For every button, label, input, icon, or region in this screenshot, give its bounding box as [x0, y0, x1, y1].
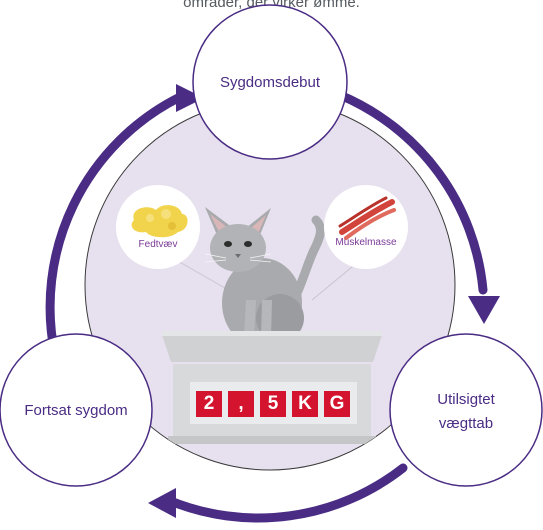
scale-foot [168, 436, 376, 444]
connector-lines [175, 259, 359, 301]
arrowhead-bottom [148, 488, 176, 518]
arrow-weightloss-to-continued [163, 463, 408, 523]
cat-nose [235, 254, 241, 258]
node-sygdomsdebut-circle [192, 4, 348, 160]
scale-digit: K [292, 391, 318, 417]
cat-front-leg-left [244, 300, 256, 338]
arrowhead-top [176, 84, 204, 112]
scale-plate [162, 335, 382, 362]
node-sygdomsdebut-label: Sygdomsdebut [219, 73, 321, 91]
scale-plate-rim [162, 331, 382, 336]
cat-eye-right [244, 241, 252, 247]
node-vaegttab-label: Utilsigtet vægttab [437, 391, 495, 432]
node-vaegttab-circle [389, 333, 543, 487]
scale-digit: , [228, 391, 254, 417]
muscle-bubble [324, 185, 408, 269]
cat-head [210, 224, 266, 272]
node-fortsat-circle [0, 333, 153, 487]
node-fortsat-label: Fortsat sygdom [24, 401, 128, 419]
scale-illustration [162, 331, 382, 444]
cat-whiskers [204, 253, 272, 263]
muscle-tissue-icon [338, 196, 396, 240]
arrowhead-right [468, 296, 500, 324]
cat-eye-left [224, 241, 232, 247]
cycle-arrows [45, 90, 488, 523]
scale-digit: 5 [260, 391, 286, 417]
arrow-heads [148, 84, 500, 518]
scale-digit: 2 [196, 391, 222, 417]
fat-label: Fedtvæv [138, 238, 178, 250]
arrow-continued-to-debut [45, 92, 185, 360]
muscle-label: Muskelmasse [335, 236, 397, 248]
cat-illustration [204, 207, 325, 348]
fat-tissue-icon [131, 205, 188, 238]
cat-front-leg-right [261, 300, 272, 338]
scale-digit: G [324, 391, 350, 417]
arrow-debut-to-weightloss [335, 90, 488, 295]
